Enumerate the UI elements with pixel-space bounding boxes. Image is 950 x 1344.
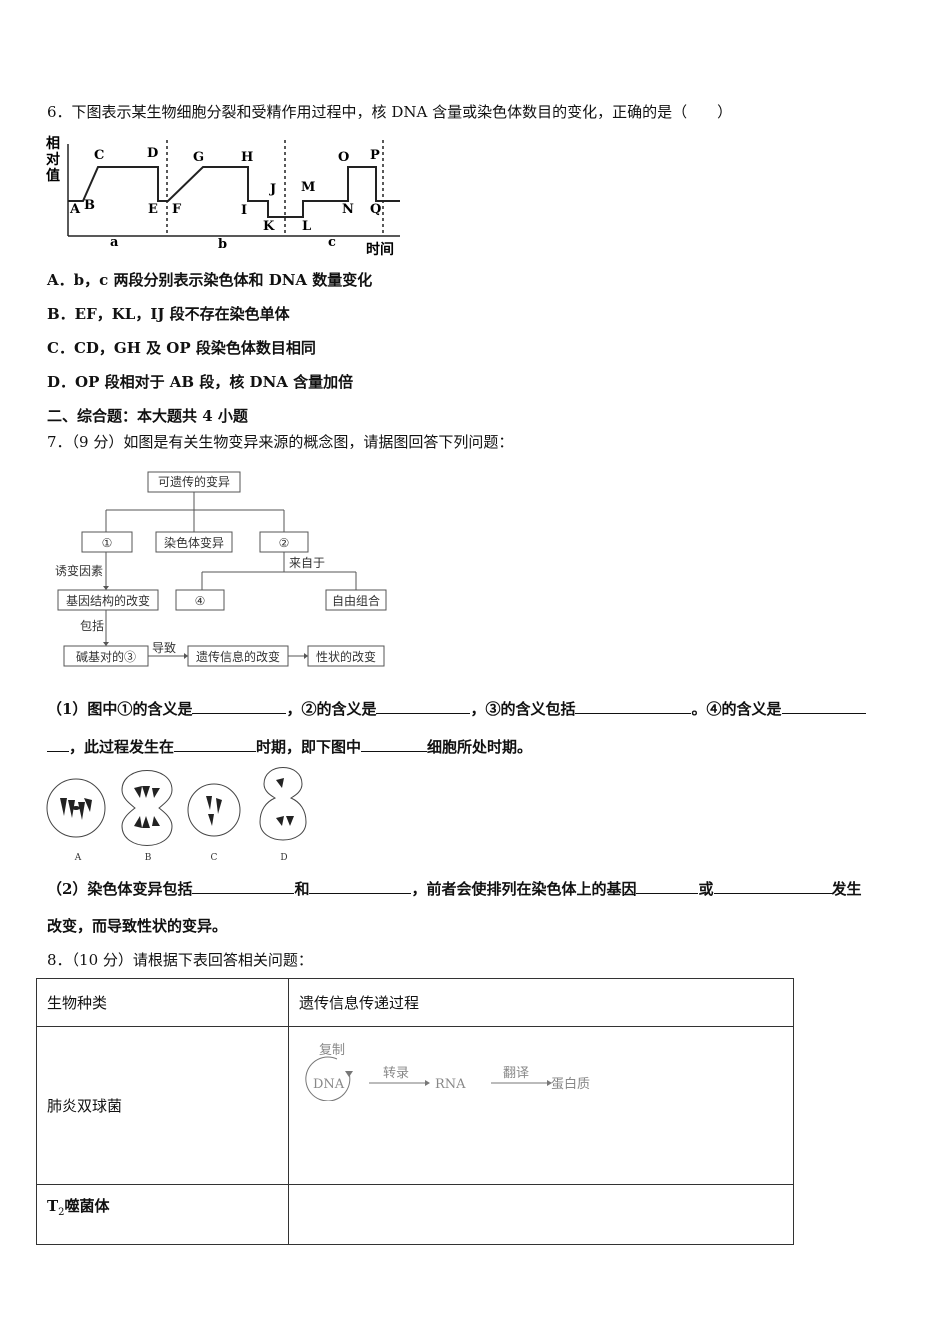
edge-mutagen-label: 诱变因素: [55, 563, 103, 578]
graph-point-label: C: [94, 148, 104, 163]
answer-blank[interactable]: [636, 878, 699, 894]
answer-blank[interactable]: [376, 698, 471, 714]
node-1-text: ①: [102, 536, 113, 550]
table-header-cell: 生物种类: [36, 978, 289, 1027]
graph-point-label: G: [193, 150, 204, 165]
node-chromosome-text: 染色体变异: [164, 535, 224, 550]
cell-d-label: D: [280, 853, 287, 863]
q7-concept-map: 可遗传的变异 ① 染色体变异 ② 诱变因素 来自于 基因结构的改变 ④ 自由组合…: [55, 471, 387, 667]
info-flow-diagram: 复制 DNA 转录 RNA 翻译 蛋白质: [305, 1043, 590, 1102]
graph-segment-label: b: [218, 237, 227, 252]
node-4-text: ④: [195, 594, 206, 608]
q8-table: 生物种类 遗传信息传递过程 肺炎双球菌 复制 DNA 转录: [36, 978, 794, 1245]
table-header-row: 生物种类 遗传信息传递过程: [36, 978, 794, 1027]
node-1: [81, 531, 133, 553]
graph-point-label: J: [269, 182, 276, 197]
answer-blank[interactable]: [361, 736, 428, 752]
edge-lead-label: 导致: [152, 641, 176, 655]
table-cell-flow: [288, 1184, 794, 1245]
q6-graph: 相 对 值 时间 A B C D E F G H I J K L M N O P…: [46, 135, 400, 258]
q6-option-d: D．OP 段相对于 AB 段，核 DNA 含量加倍: [47, 373, 354, 391]
table-row: T2噬菌体: [36, 1184, 794, 1245]
table-cell-flow: 复制 DNA 转录 RNA 翻译 蛋白质: [288, 1026, 794, 1185]
graph-segment-label: c: [328, 235, 336, 250]
graph-point-label: M: [301, 180, 315, 195]
q7-stem: 7．（9 分）如图是有关生物变异来源的概念图，请据图回答下列问题：: [47, 433, 514, 451]
graph-point-label: O: [338, 150, 349, 165]
cell-d: [259, 767, 307, 841]
dna-label: DNA: [313, 1077, 345, 1092]
graph-point-label: P: [370, 148, 380, 163]
node-gene-structure-text: 基因结构的改变: [66, 593, 150, 608]
edge-from-label: 来自于: [289, 556, 325, 570]
q7-sub1-line2: ，此过程发生在时期，即下图中细胞所处时期。: [47, 736, 532, 757]
graph-point-label: L: [302, 219, 311, 234]
graph-point-label: I: [241, 203, 247, 218]
graph-ylabel-1: 相: [46, 135, 60, 152]
rna-label: RNA: [435, 1077, 466, 1092]
cell-a: [46, 778, 106, 838]
answer-blank[interactable]: [192, 698, 287, 714]
graph-segment-label: a: [110, 235, 119, 250]
node-trait-change-text: 性状的改变: [316, 649, 376, 664]
graph-point-label: Q: [370, 202, 381, 217]
node-base-pair-text: 碱基对的③: [76, 649, 136, 664]
table-row: 肺炎双球菌 复制 DNA 转录 RNA 翻译: [36, 1026, 794, 1185]
q7-sub1-line1: （1）图中①的含义是，②的含义是，③的含义包括。④的含义是: [47, 698, 866, 719]
graph-xlabel: 时间: [366, 241, 394, 258]
node-free-combination-text: 自由组合: [332, 593, 380, 608]
answer-blank[interactable]: [781, 698, 866, 714]
answer-blank[interactable]: [174, 736, 257, 752]
answer-blank[interactable]: [192, 878, 295, 894]
graph-ylabel-2: 对: [46, 151, 60, 168]
graph-point-label: E: [148, 202, 158, 217]
table-header-cell: 遗传信息传递过程: [288, 978, 794, 1027]
graph-point-label: B: [84, 198, 95, 213]
node-4: [175, 589, 225, 611]
node-free-combination: [325, 589, 387, 611]
graph-curve: [68, 166, 400, 218]
replication-loop: [305, 1056, 351, 1102]
cell-a-label: A: [74, 853, 82, 863]
graph-point-label: D: [147, 146, 158, 161]
answer-blank[interactable]: [575, 698, 692, 714]
q7-cell-diagrams: A B C D: [46, 767, 307, 863]
q6-option-b: B．EF，KL，IJ 段不存在染色单体: [47, 305, 290, 323]
q6-option-c: C．CD，GH 及 OP 段染色体数目相同: [47, 339, 316, 357]
table-cell-organism: 肺炎双球菌: [36, 1026, 289, 1185]
cell-c-label: C: [211, 853, 218, 863]
q8-stem: 8．（10 分）请根据下表回答相关问题：: [47, 951, 313, 969]
translate-label: 翻译: [503, 1066, 529, 1081]
q6-stem: 6．下图表示某生物细胞分裂和受精作用过程中，核 DNA 含量或染色体数目的变化，…: [47, 103, 733, 121]
edge-include-label: 包括: [80, 618, 104, 633]
answer-blank[interactable]: [309, 878, 412, 894]
node-chromosome: [155, 531, 233, 553]
q7-sub2-line2: 改变，而导致性状的变异。: [47, 917, 228, 935]
q6-option-a: A．b，c 两段分别表示染色体和 DNA 数量变化: [47, 271, 373, 289]
table-cell-organism: T2噬菌体: [36, 1184, 289, 1245]
graph-point-label: H: [241, 150, 253, 165]
cell-c: [187, 783, 241, 837]
graph-point-label: F: [172, 202, 182, 217]
node-info-change-text: 遗传信息的改变: [196, 649, 280, 664]
graph-point-label: N: [342, 202, 354, 217]
node-root-text: 可遗传的变异: [158, 474, 230, 489]
graph-ylabel-3: 值: [46, 167, 60, 184]
answer-blank[interactable]: [713, 878, 832, 894]
transcribe-label: 转录: [383, 1066, 409, 1081]
q7-sub2-line1: （2）染色体变异包括和，前者会使排列在染色体上的基因或发生: [47, 878, 862, 898]
graph-point-label: K: [263, 219, 275, 234]
replicate-label: 复制: [319, 1043, 345, 1058]
section-heading: 二、综合题：本大题共 4 小题: [47, 407, 248, 425]
node-gene-structure: [57, 589, 159, 611]
node-2-text: ②: [279, 536, 290, 550]
answer-blank[interactable]: [47, 736, 69, 752]
graph-point-label: A: [69, 202, 81, 217]
cell-b: [121, 770, 173, 846]
protein-label: 蛋白质: [551, 1076, 590, 1092]
cell-b-label: B: [145, 853, 152, 863]
